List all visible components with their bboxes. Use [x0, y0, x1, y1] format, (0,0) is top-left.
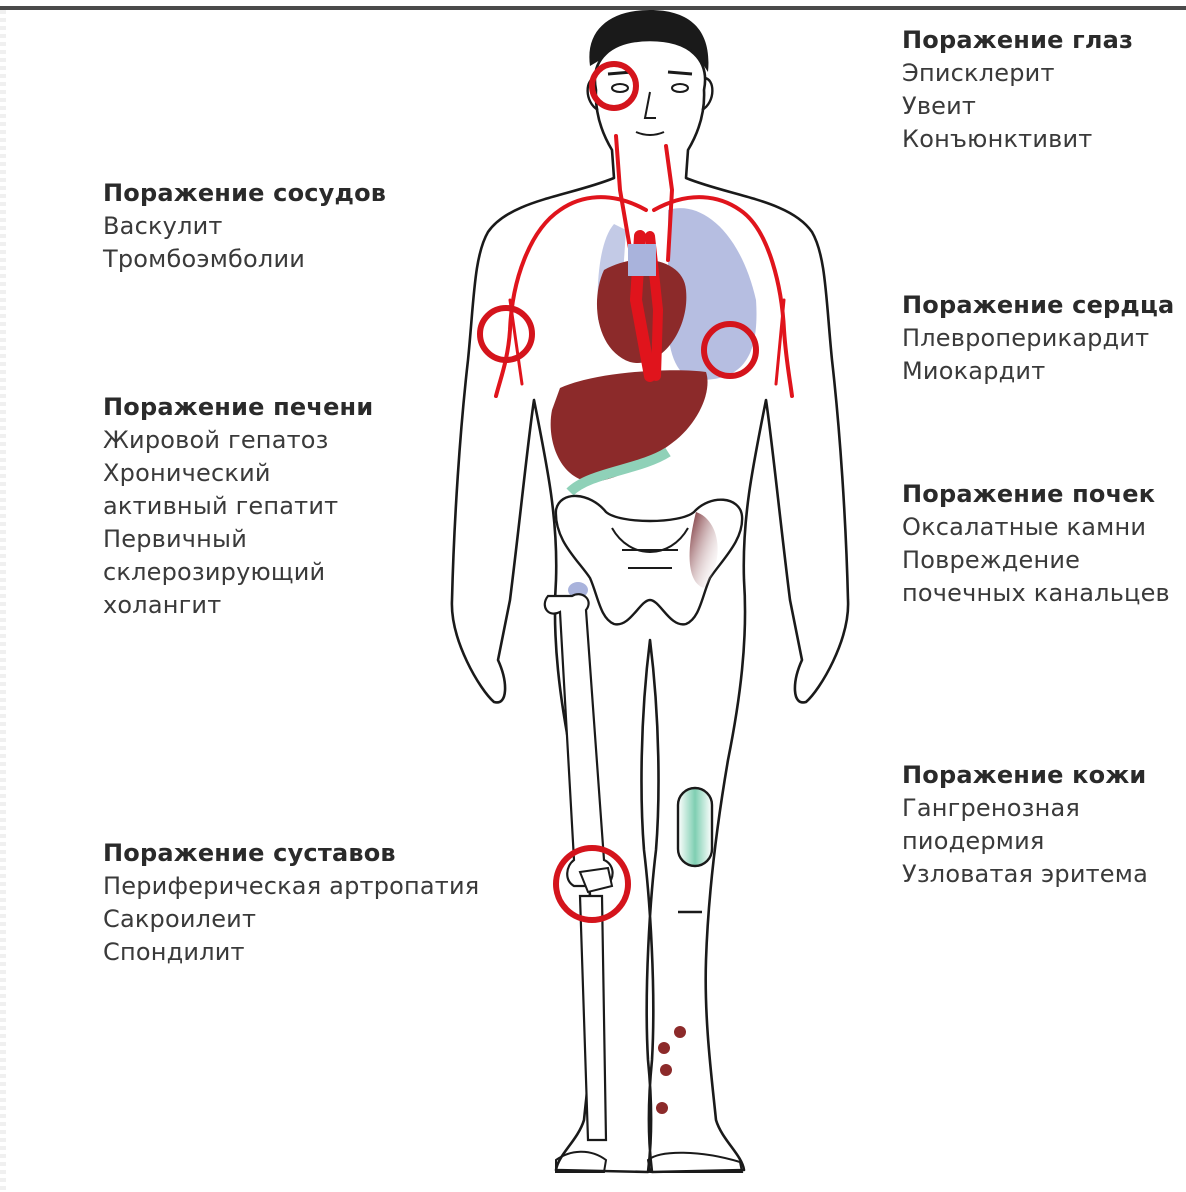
callout-kidney-item-2: Повреждение [902, 544, 1170, 577]
callout-kidney-item-1: Оксалатные камни [902, 511, 1170, 544]
callout-skin-title: Поражение кожи [902, 759, 1148, 792]
callout-liver-item-3: активный гепатит [103, 490, 373, 523]
callout-heart-item-2: Миокардит [902, 355, 1174, 388]
callout-joints-item-2: Сакроилеит [103, 903, 479, 936]
callout-kidney: Поражение почек Оксалатные камни Поврежд… [902, 478, 1170, 610]
callout-kidney-item-3: почечных канальцев [902, 577, 1170, 610]
callout-skin-item-3: Узловатая эритема [902, 858, 1148, 891]
aortic-valve [628, 244, 656, 276]
callout-liver-item-2: Хронический [103, 457, 373, 490]
callout-eyes-title: Поражение глаз [902, 24, 1133, 57]
callout-heart-item-1: Плевроперикардит [902, 322, 1174, 355]
callout-liver-title: Поражение печени [103, 391, 373, 424]
callout-heart-title: Поражение сердца [902, 289, 1174, 322]
body-outline [452, 40, 848, 1172]
callout-liver-item-6: холангит [103, 589, 373, 622]
callout-liver-item-1: Жировой гепатоз [103, 424, 373, 457]
callout-eyes-item-2: Увеит [902, 90, 1133, 123]
callout-vessels-item-2: Тромбоэмболии [103, 243, 386, 276]
callout-skin-item-1: Гангренозная [902, 792, 1148, 825]
callout-vessels-title: Поражение сосудов [103, 177, 386, 210]
callout-vessels-item-1: Васкулит [103, 210, 386, 243]
callout-liver: Поражение печени Жировой гепатоз Хрониче… [103, 391, 373, 622]
callout-kidney-title: Поражение почек [902, 478, 1170, 511]
callout-eyes-item-3: Конъюнктивит [902, 123, 1133, 156]
callout-eyes: Поражение глаз Эписклерит Увеит Конъюнкт… [902, 24, 1133, 156]
callout-liver-item-4: Первичный [103, 523, 373, 556]
callout-heart: Поражение сердца Плевроперикардит Миокар… [902, 289, 1174, 388]
callout-joints-item-3: Спондилит [103, 936, 479, 969]
callout-skin-item-2: пиодермия [902, 825, 1148, 858]
callout-joints-title: Поражение суставов [103, 837, 479, 870]
callout-vessels: Поражение сосудов Васкулит Тромбоэмболии [103, 177, 386, 276]
callout-eyes-item-1: Эписклерит [902, 57, 1133, 90]
callout-liver-item-5: склерозирующий [103, 556, 373, 589]
tibia [580, 896, 606, 1140]
callout-joints: Поражение суставов Периферическая артроп… [103, 837, 479, 969]
callout-joints-item-1: Периферическая артропатия [103, 870, 479, 903]
callout-skin: Поражение кожи Гангренозная пиодермия Уз… [902, 759, 1148, 891]
skin-lesion [678, 788, 712, 866]
